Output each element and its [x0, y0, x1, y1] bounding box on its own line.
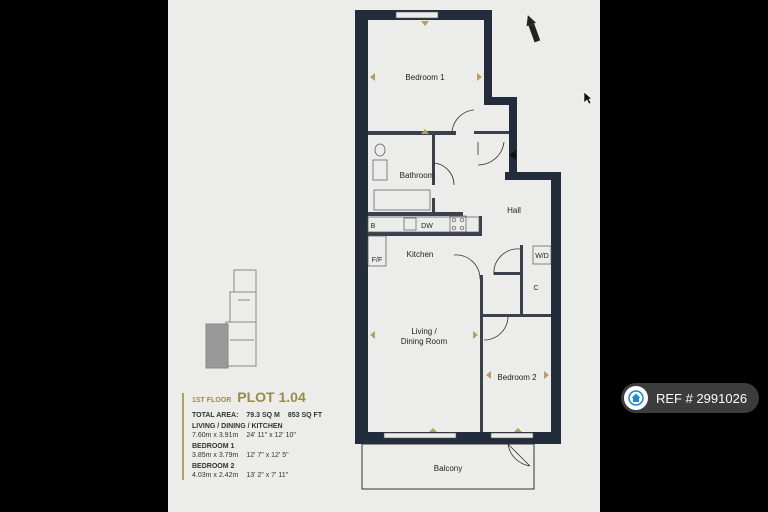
fixture-label-dw: DW	[421, 223, 433, 230]
door-swings	[431, 109, 531, 467]
room-label-kitchen: Kitchen	[407, 250, 434, 259]
fixture-label-wd: W/D	[535, 253, 549, 260]
room-label-hall: Hall	[507, 206, 521, 215]
north-arrow-icon	[526, 15, 541, 43]
windows	[383, 11, 534, 439]
key-plan-icon	[205, 269, 257, 369]
cursor-icon	[583, 91, 593, 105]
floor-label: 1ST FLOOR	[192, 397, 232, 404]
room-label-balcony: Balcony	[434, 464, 462, 473]
room-size-name: LIVING / DINING / KITCHEN	[192, 423, 283, 430]
room-size-metric: 7.60m x 3.91m	[192, 432, 239, 439]
plot-info-panel: 1ST FLOOR PLOT 1.04 TOTAL AREA: 79.3 SQ …	[182, 389, 392, 480]
dimension-markers	[370, 21, 549, 432]
room-size-entry: BEDROOM 1 3.85m x 3.79m 12' 7" x 12' 5"	[192, 442, 392, 460]
fixture-label-ff: F/F	[372, 257, 383, 264]
entry-arrow-icon	[509, 150, 516, 160]
room-size-entry: LIVING / DINING / KITCHEN 7.60m x 3.91m …	[192, 422, 392, 440]
floorplan-sheet: Bedroom 1 Bathroom Hall Kitchen Living /…	[168, 0, 600, 512]
total-area-sqm: 79.3 SQ M	[246, 412, 280, 419]
reference-badge[interactable]: REF # 2991026	[621, 383, 759, 413]
room-size-metric: 4.03m x 2.42m	[192, 472, 239, 479]
room-label-living-line2: Dining Room	[401, 337, 448, 346]
plot-number: PLOT 1.04	[237, 389, 306, 405]
room-size-entry: BEDROOM 2 4.03m x 2.42m 13' 2" x 7' 11"	[192, 462, 392, 480]
total-area-sqft: 853 SQ FT	[287, 412, 323, 419]
room-size-name: BEDROOM 2	[192, 463, 235, 470]
room-size-metric: 3.85m x 3.79m	[192, 452, 239, 459]
room-size-imperial: 13' 2" x 7' 11"	[246, 472, 289, 479]
room-size-name: BEDROOM 1	[192, 443, 235, 450]
room-label-bathroom: Bathroom	[400, 171, 435, 180]
fixture-label-b: B	[371, 223, 376, 230]
floorplan-drawing: Bedroom 1 Bathroom Hall Kitchen Living /…	[205, 10, 561, 490]
room-label-c: C	[533, 285, 538, 292]
balcony-outline	[361, 443, 535, 490]
fixtures	[367, 143, 552, 267]
interior-walls	[368, 131, 551, 432]
home-icon	[624, 386, 648, 410]
room-label-bedroom-1: Bedroom 1	[405, 73, 445, 82]
total-area-label: TOTAL AREA:	[192, 412, 239, 419]
room-label-bedroom-2: Bedroom 2	[497, 373, 537, 382]
room-size-imperial: 12' 7" x 12' 5"	[246, 452, 289, 459]
room-label-living-line1: Living /	[411, 327, 437, 336]
room-size-imperial: 24' 11" x 12' 10"	[246, 432, 296, 439]
outer-walls	[355, 10, 561, 444]
reference-number: REF # 2991026	[656, 390, 748, 406]
